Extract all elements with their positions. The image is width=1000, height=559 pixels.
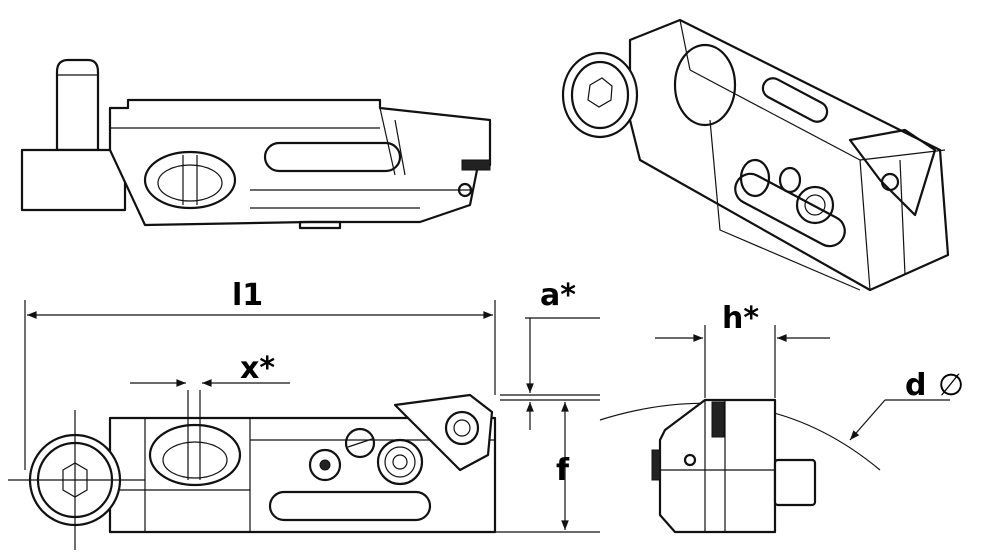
label-d: d <box>905 368 926 403</box>
isometric-view <box>561 18 950 292</box>
side-view <box>20 58 492 230</box>
dimension-a: a* <box>500 278 600 430</box>
label-f: f <box>556 453 570 488</box>
label-a: a* <box>540 278 576 313</box>
label-h: h* <box>722 301 759 336</box>
dimension-f: f <box>495 402 600 533</box>
front-view <box>8 390 497 550</box>
dimension-x: x* <box>130 351 290 387</box>
label-l1: l1 <box>232 278 263 313</box>
diameter-symbol: ∅ <box>938 368 964 403</box>
dimension-l1: l1 <box>24 278 496 470</box>
end-view: h* d ∅ <box>599 301 964 534</box>
label-x: x* <box>240 351 275 386</box>
